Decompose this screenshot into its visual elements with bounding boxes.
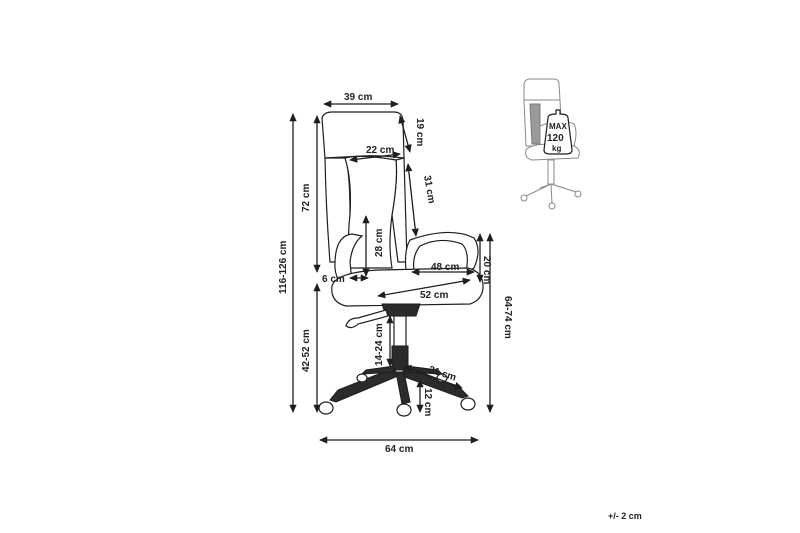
thumbnail-caster-left	[520, 194, 528, 202]
dim-line-back-depth	[405, 163, 419, 237]
label-seat-width: 52 cm	[420, 290, 448, 301]
dim-line-seat-width	[377, 277, 471, 299]
label-seat-height: 42-52 cm	[301, 329, 312, 372]
label-headrest-width: 22 cm	[366, 145, 394, 156]
label-armrest-width: 48 cm	[431, 262, 459, 273]
max-load-line3: kg	[552, 144, 561, 153]
max-load-line1: MAX	[549, 122, 567, 131]
base-leg-back-left	[360, 365, 395, 375]
seat-cushion	[331, 267, 484, 307]
dim-line-headrest-height	[398, 115, 412, 153]
label-armrest-height: 20 cm	[481, 256, 492, 284]
caster-left	[318, 401, 334, 415]
caster-back-left	[356, 373, 368, 383]
label-backrest-width: 39 cm	[344, 92, 372, 103]
label-back-depth: 31 cm	[421, 175, 437, 205]
thumbnail-headrest	[523, 78, 561, 101]
caster-right	[460, 397, 476, 411]
thumbnail-gas-lift	[547, 159, 555, 185]
dim-line-leg-length	[403, 365, 463, 389]
label-armrest-pad: 6 cm	[322, 274, 345, 285]
thumbnail-caster-right	[574, 190, 582, 198]
max-load-badge: MAX 120 kg	[543, 109, 573, 155]
tilt-lever	[345, 309, 389, 329]
label-total-height: 116-126 cm	[278, 241, 289, 294]
tolerance-note: +/- 2 cm	[608, 511, 642, 521]
label-armrest-to-seat: 28 cm	[374, 229, 385, 257]
label-headrest-height: 19 cm	[414, 118, 425, 146]
label-seat-total-height: 64-74 cm	[502, 296, 513, 339]
chair-drawing	[318, 111, 484, 417]
thumbnail-base	[525, 183, 577, 205]
caster-front	[396, 403, 412, 417]
label-base-width: 64 cm	[385, 444, 413, 455]
label-back-height: 72 cm	[301, 184, 312, 212]
label-gas-lift: 14-24 cm	[374, 323, 385, 366]
label-base-height: 12 cm	[422, 388, 433, 416]
thumbnail-chair: MAX 120 kg	[520, 78, 582, 210]
dimension-lines	[289, 100, 494, 444]
base-leg-front	[395, 371, 411, 405]
max-load-line2: 120	[547, 133, 564, 144]
dim-line-headrest-width	[349, 151, 401, 163]
thumbnail-back-panel	[529, 103, 541, 145]
armrest-left	[334, 233, 364, 283]
thumbnail-caster-front	[548, 202, 556, 210]
